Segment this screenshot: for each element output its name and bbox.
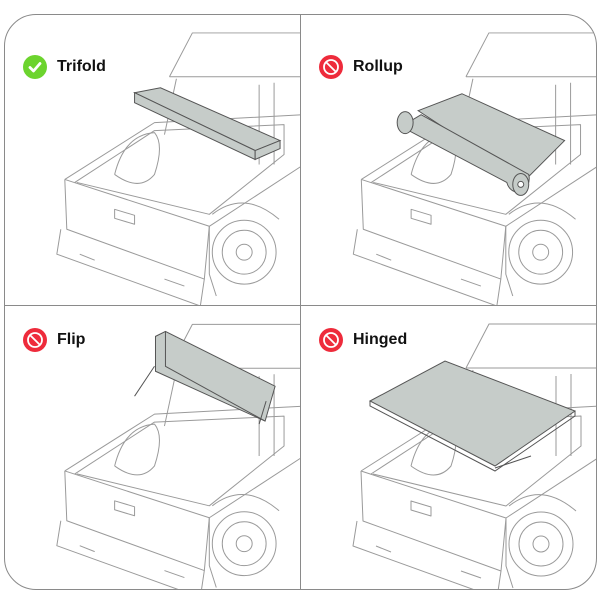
truck-outline [56, 32, 300, 305]
panel-flip: Flip [5, 306, 301, 589]
truck-outline [352, 323, 596, 589]
comparison-frame: Trifold Rollup Flip Hinged [4, 14, 597, 590]
truck-illustration-rollup [352, 32, 596, 305]
panel-hinged: Hinged [301, 306, 596, 589]
truck-illustration-hinged [352, 323, 596, 589]
panel-title: Hinged [353, 331, 408, 348]
panel-title: Trifold [57, 58, 106, 75]
prohibited-icon [23, 328, 47, 352]
tonneau-cover [396, 93, 566, 196]
tonneau-cover [132, 87, 282, 161]
truck-outline [352, 32, 596, 305]
truck-illustration-trifold [56, 32, 300, 305]
panel-title: Rollup [353, 58, 403, 75]
panel-rollup: Rollup [301, 15, 596, 306]
truck-illustration-flip [56, 323, 300, 589]
prohibited-icon [319, 328, 343, 352]
panel-trifold: Trifold [5, 15, 301, 306]
panel-title: Flip [57, 331, 86, 348]
tonneau-cover [134, 330, 276, 425]
check-circle-icon [23, 55, 47, 79]
prohibited-icon [319, 55, 343, 79]
tonneau-cover [368, 360, 577, 472]
